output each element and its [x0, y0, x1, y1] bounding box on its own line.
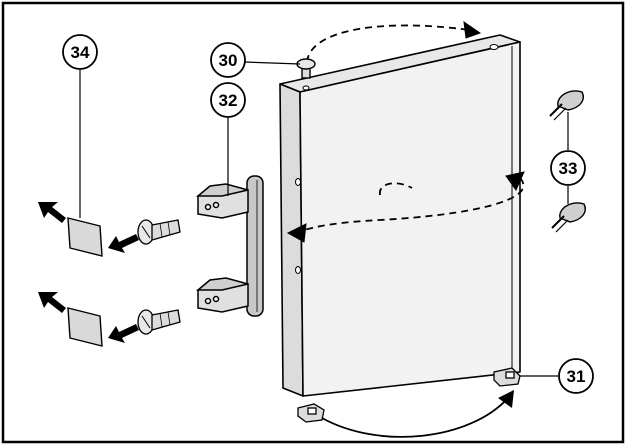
cover-caps-34	[67, 217, 103, 347]
middle-rotation-arc-back	[379, 182, 413, 196]
lower-cover-cap	[67, 307, 103, 347]
rotation-arrowheads	[286, 20, 525, 243]
right-hinge-clip	[493, 367, 521, 387]
lower-plug	[551, 202, 586, 233]
upper-cover-cap	[67, 217, 103, 257]
lower-cap-arrow	[38, 292, 66, 313]
upper-plug	[549, 90, 584, 121]
callout-31-label: 31	[567, 367, 586, 386]
handle-bar	[246, 175, 264, 317]
middle-rotation-arc-front	[297, 177, 525, 233]
hinge-clips-31	[297, 367, 521, 423]
plugs-33	[549, 90, 586, 233]
callout-32-label: 32	[219, 91, 238, 110]
leader-30	[243, 61, 301, 65]
upper-cap-arrow	[38, 202, 66, 223]
screws	[137, 219, 181, 335]
callout-32: 32	[210, 82, 246, 118]
callout-34: 34	[62, 34, 98, 70]
middle-right-arrowhead	[505, 171, 525, 192]
bottom-rotation-arc	[321, 397, 509, 438]
callout-30-label: 30	[219, 51, 238, 70]
callout-33: 33	[550, 150, 586, 186]
door-front-face	[299, 41, 521, 397]
upper-screw-arrow	[108, 234, 139, 253]
refrigerator-door	[279, 34, 521, 397]
door-handle-32	[195, 175, 264, 317]
hinge-pin-30	[296, 58, 316, 79]
upper-screw	[137, 219, 181, 245]
callout-34-label: 34	[71, 43, 90, 62]
callout-30: 30	[210, 42, 246, 78]
bottom-arrowhead	[498, 390, 514, 408]
bottom-rotation	[321, 390, 514, 438]
rotation-arrows	[297, 24, 525, 233]
left-hinge-clip	[297, 403, 325, 423]
door-mounting-holes	[295, 44, 499, 274]
removal-arrows	[38, 202, 139, 343]
lower-screw	[137, 309, 181, 335]
middle-left-arrowhead	[286, 223, 307, 243]
top-rotation-arc	[306, 24, 471, 63]
top-arrowhead	[463, 20, 482, 39]
callout-33-label: 33	[559, 159, 578, 178]
lower-screw-arrow	[108, 324, 139, 343]
callout-31: 31	[558, 358, 594, 394]
